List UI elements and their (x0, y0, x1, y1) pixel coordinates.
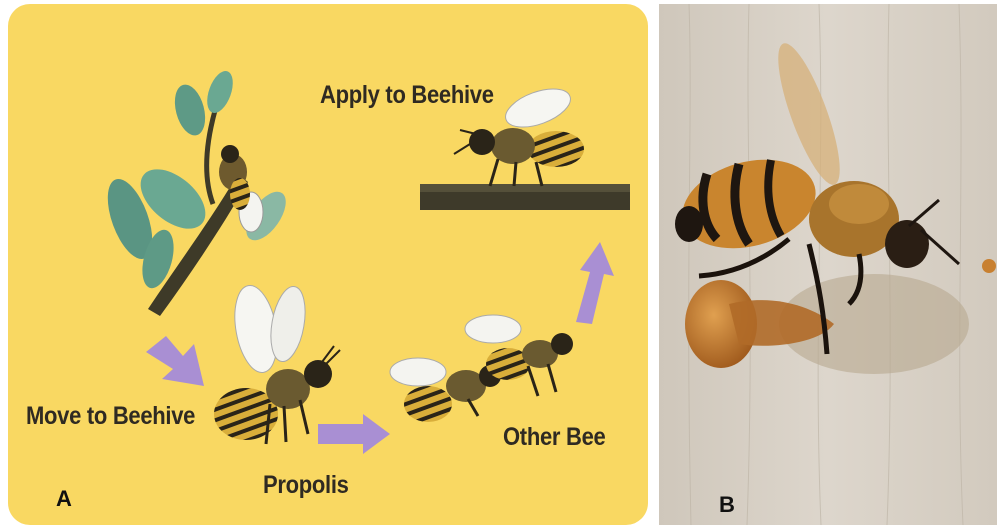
panel-letter-a: A (56, 486, 72, 512)
bee-head (885, 220, 929, 268)
panel-a-diagram: Apply to Beehive Move to Beehive Propoli… (8, 4, 648, 525)
arrow-3 (576, 242, 614, 324)
label-apply-to-beehive: Apply to Beehive (320, 80, 494, 110)
leaf (170, 81, 211, 138)
bee-photo-illustration (659, 4, 997, 525)
label-other-bee: Other Bee (503, 422, 605, 452)
panel-b-photo: B (659, 4, 997, 525)
arrow-1 (146, 336, 204, 386)
label-propolis: Propolis (263, 470, 349, 500)
arrow-2 (318, 414, 390, 454)
beehive-surface (420, 184, 630, 210)
panel-letter-b: B (719, 492, 735, 518)
bee-carrying-propolis (214, 282, 340, 444)
leaf (202, 68, 238, 117)
plant-branch (99, 68, 294, 316)
other-bees (390, 315, 573, 422)
label-move-to-beehive: Move to Beehive (26, 401, 195, 431)
